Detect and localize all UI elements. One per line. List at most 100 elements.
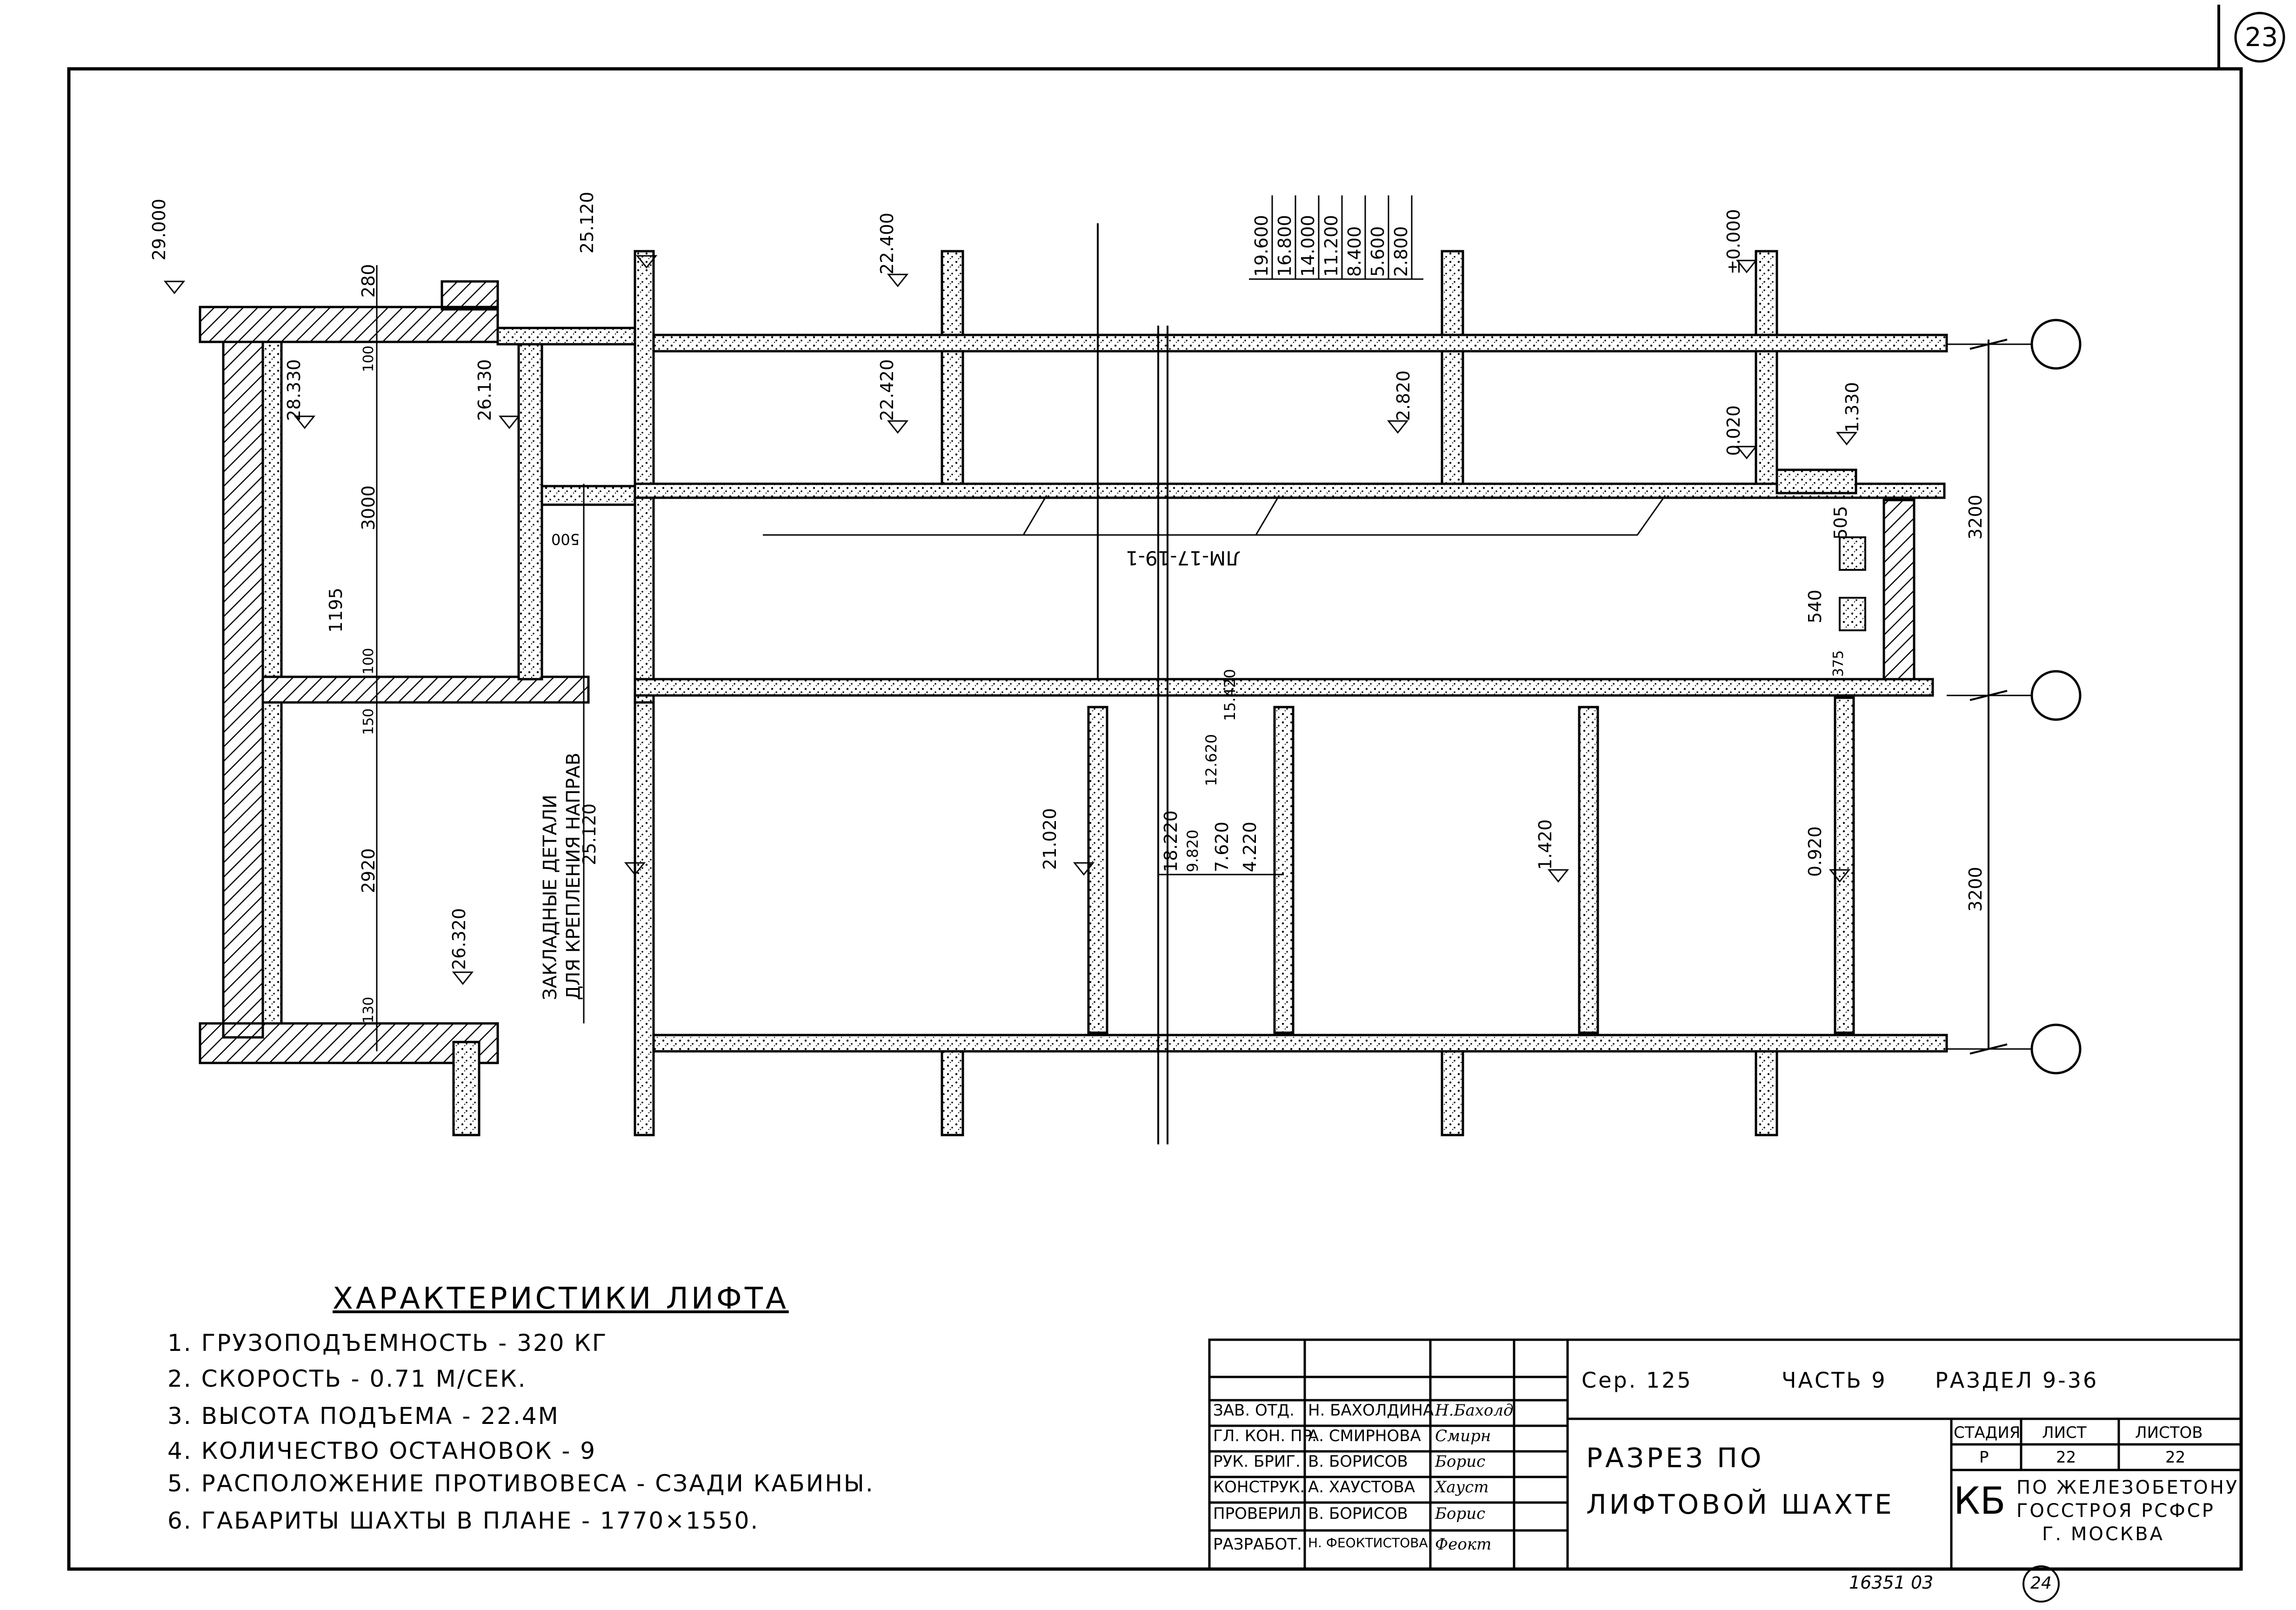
dimension: 3200 <box>1965 494 1986 540</box>
notes-title: ХАРАКТЕРИСТИКИ ЛИФТА <box>333 1282 789 1316</box>
signature: Смирн <box>1435 1427 1491 1445</box>
org-line-2: ГОССТРОЯ РСФСР <box>2016 1500 2215 1522</box>
sheets-value: 22 <box>2165 1448 2186 1467</box>
floor-level: 8.400 <box>1344 226 1365 277</box>
lift-leader-3 <box>1255 495 1280 535</box>
floor-level: 2.800 <box>1391 226 1411 277</box>
dimension: 2920 <box>358 848 379 893</box>
floor-level: 15.420 <box>1221 669 1239 721</box>
signature: Борис <box>1435 1504 1486 1523</box>
dimension: 540 <box>1805 589 1825 623</box>
dimension: 1195 <box>326 588 346 633</box>
lower-level: 21.020 <box>1040 808 1060 870</box>
counterweight-wall <box>1882 499 1916 681</box>
role-name: В. БОРИСОВ <box>1308 1504 1408 1523</box>
note-item: 2. СКОРОСТЬ - 0.71 М/СЕК. <box>167 1365 527 1392</box>
part: ЧАСТЬ 9 <box>1782 1368 1887 1393</box>
slab-bottom <box>652 1034 1948 1053</box>
roof-parapet <box>441 280 499 311</box>
pit-column <box>452 1041 481 1136</box>
role-label: ЗАВ. ОТД. <box>1213 1401 1295 1420</box>
slab-middle <box>634 678 1934 697</box>
bottom-page-circle <box>2022 1565 2060 1603</box>
floor-level: 9.820 <box>1184 829 1201 872</box>
role-name: А. СМИРНОВА <box>1308 1427 1421 1445</box>
sheet-frame <box>67 67 2243 1571</box>
bottom-page: 24 <box>2030 1574 2052 1593</box>
section-number: РАЗДЕЛ 9-36 <box>1935 1368 2099 1393</box>
org-line-3: Г. МОСКВА <box>2042 1523 2164 1545</box>
dimension: 100 <box>360 345 377 372</box>
lower-column-c <box>1578 706 1599 1034</box>
role-name: Н. БАХОЛДИНА <box>1308 1401 1434 1420</box>
role-label: ПРОВЕРИЛ <box>1213 1504 1302 1523</box>
floor-level: 14.000 <box>1298 215 1318 277</box>
role-label: ГЛ. КОН. ПР. <box>1213 1427 1317 1445</box>
title-block-lines <box>1208 1338 2243 1570</box>
left-wall-hatched <box>222 341 264 1039</box>
lift-leader <box>763 495 1666 536</box>
embedded-note-2: ДЛЯ КРЕПЛЕНИЯ НАПРАВ <box>563 752 584 1000</box>
role-label: КОНСТРУК. <box>1213 1478 1305 1496</box>
role-label: РАЗРАБОТ. <box>1213 1535 1302 1554</box>
signature: Борис <box>1435 1452 1486 1471</box>
slab-top <box>652 334 1948 353</box>
note-item: 6. ГАБАРИТЫ ШАХТЫ В ПЛАНЕ - 1770×1550. <box>167 1507 760 1534</box>
level-label: 29.000 <box>149 199 169 261</box>
lower-column-d <box>1834 696 1855 1034</box>
level-label: ±0.000 <box>1723 209 1744 274</box>
column-3 <box>1441 250 1464 485</box>
corner-number: 23 <box>2245 22 2278 53</box>
level-label: 1.330 <box>1842 382 1862 433</box>
roof-slab-right <box>496 327 636 346</box>
axis-bubble-1 <box>2030 319 2082 370</box>
floor-level: 19.600 <box>1251 215 1272 277</box>
level-label: 28.330 <box>284 359 304 421</box>
column-1-bottom <box>634 701 655 1136</box>
level-label: 2.820 <box>1393 370 1414 421</box>
series: Сер. 125 <box>1582 1368 1693 1393</box>
column-4-base <box>1755 1041 1778 1136</box>
level-label: 25.120 <box>577 192 597 254</box>
level-label: 22.400 <box>877 213 897 274</box>
sheet-header: ЛИСТ <box>2042 1423 2087 1442</box>
floor-level: 18.220 <box>1161 810 1181 872</box>
counterweight-block <box>1775 468 1857 494</box>
beam-500 <box>541 485 636 506</box>
floor-level: 16.800 <box>1275 215 1295 277</box>
dimension: 3200 <box>1965 867 1986 912</box>
column-3-base <box>1441 1041 1464 1136</box>
org-mark: КБ <box>1954 1479 2006 1523</box>
dimension: 375 <box>1830 650 1847 677</box>
signature: Н.Бахолд <box>1435 1401 1514 1420</box>
buffer-2 <box>1839 597 1866 631</box>
machine-floor-hatched <box>261 675 590 704</box>
role-name: А. ХАУСТОВА <box>1308 1478 1415 1496</box>
axis-bubble-2 <box>2030 670 2082 721</box>
inner-wall-left-upper <box>261 341 283 678</box>
dimension: 130 <box>360 996 377 1023</box>
floor-level: 5.600 <box>1368 226 1388 277</box>
inner-wall-left-lower <box>261 701 283 1025</box>
level-label: 26.320 <box>449 908 469 970</box>
level-label: 22.420 <box>877 359 897 421</box>
drawing-title-line-2: ЛИФТОВОЙ ШАХТЕ <box>1586 1489 1895 1520</box>
column-4 <box>1755 250 1778 485</box>
axis-bubble-3 <box>2030 1023 2082 1075</box>
role-label: РУК. БРИГ. <box>1213 1452 1301 1471</box>
level-label: 26.130 <box>474 359 495 421</box>
note-item: 4. КОЛИЧЕСТВО ОСТАНОВОК - 9 <box>167 1437 597 1464</box>
floor-level: 7.620 <box>1212 822 1232 872</box>
sheets-header: ЛИСТОВ <box>2135 1423 2203 1442</box>
floor-level: 4.220 <box>1240 822 1260 872</box>
slab-upper <box>634 482 1946 499</box>
role-name: Н. ФЕОКТИСТОВА <box>1308 1535 1428 1550</box>
dimension: 505 <box>1830 506 1851 540</box>
buffer-1 <box>1839 536 1866 571</box>
drawing-title-line-1: РАЗРЕЗ ПО <box>1586 1442 1764 1474</box>
lower-column-a <box>1087 706 1108 1034</box>
stage-value: Р <box>1979 1448 1989 1467</box>
sheet-value: 22 <box>2056 1448 2076 1467</box>
corner-number-circle <box>2234 12 2285 63</box>
signature: Хауст <box>1435 1478 1489 1496</box>
